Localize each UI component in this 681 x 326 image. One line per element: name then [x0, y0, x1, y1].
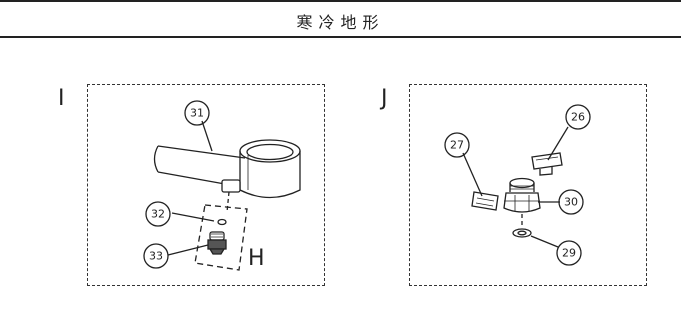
clamp-27: [471, 191, 499, 211]
callout-32: [145, 201, 171, 227]
leader-33: [167, 244, 209, 256]
callout-33-text: 33: [149, 250, 163, 263]
header-top-rule: [0, 0, 681, 2]
detail-label-h: H: [248, 246, 265, 271]
header-bottom-rule: [0, 36, 681, 38]
callout-26: [565, 104, 591, 130]
clamp-26: [531, 152, 563, 176]
panel-j-frame: [409, 84, 647, 286]
panel-i-frame: [87, 84, 325, 286]
panel-label-j: J: [381, 86, 388, 111]
nut-30: [503, 177, 541, 213]
callout-26-text: 26: [571, 111, 585, 124]
callout-27-text: 27: [450, 139, 464, 152]
callout-29: [556, 240, 582, 266]
callout-30-text: 30: [564, 196, 578, 209]
leader-26: [547, 126, 569, 161]
gasket-29: [512, 228, 532, 238]
callout-27: [444, 132, 470, 158]
callout-32-text: 32: [151, 208, 165, 221]
leader-27: [462, 152, 483, 197]
header-bar: 寒冷地形: [0, 0, 681, 38]
spout-drawing: [153, 139, 301, 213]
washer-32: [217, 218, 227, 226]
callout-33: [143, 243, 169, 269]
leader-29: [530, 235, 559, 248]
callout-31-text: 31: [190, 107, 204, 120]
leader-32: [171, 212, 215, 222]
panel-label-i: I: [58, 86, 65, 111]
detail-box-h: [194, 204, 248, 271]
page-title: 寒冷地形: [296, 13, 385, 32]
leader-31: [201, 120, 213, 152]
valve-33: [207, 231, 227, 255]
callout-31: [184, 100, 210, 126]
callout-29-text: 29: [562, 247, 576, 260]
callout-30: [558, 189, 584, 215]
